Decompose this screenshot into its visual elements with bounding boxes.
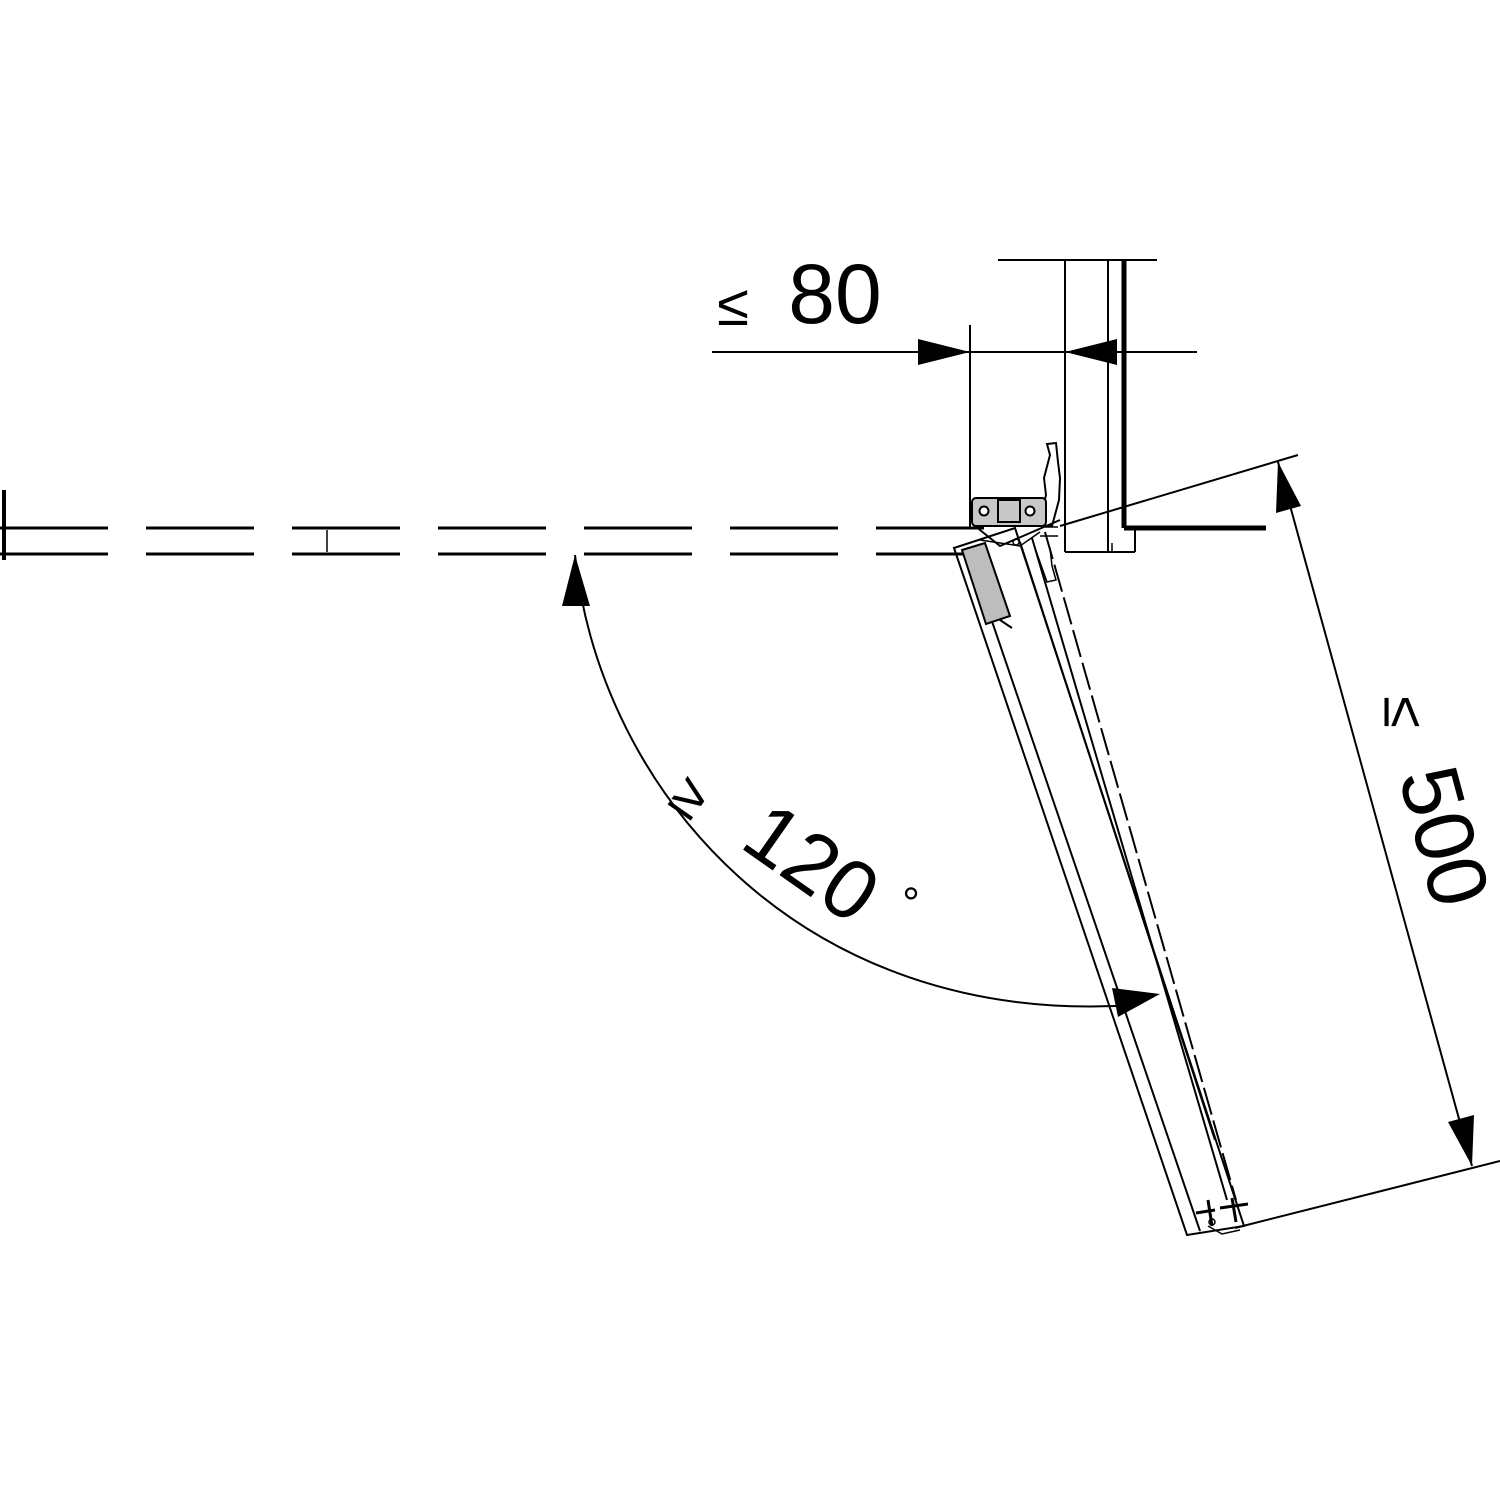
width-dimension-symbol: ≤ — [1372, 696, 1437, 728]
width-dimension-value: 500 — [1381, 756, 1500, 916]
angle-dimension-value: 120 — [728, 784, 897, 941]
cabinet-side-panel — [998, 259, 1266, 553]
depth-dimension-value: 80 — [788, 247, 881, 341]
opening-angle-dimension: ≥ 120 ° — [562, 554, 1160, 1017]
hinge-arm-plate — [960, 541, 1012, 626]
depth-dimension-symbol: ≤ — [717, 273, 749, 338]
angle-arrow-start — [562, 555, 590, 606]
angle-dimension-unit: ° — [902, 879, 920, 928]
open-door-panel — [952, 526, 1246, 1237]
hinge-cup-plate — [971, 497, 1047, 527]
door-width-dimension: ≤ 500 — [1059, 454, 1500, 1229]
angle-arrow-end — [1112, 988, 1160, 1017]
closed-door-outline — [0, 490, 1000, 560]
width-arrow-top — [1276, 462, 1301, 513]
depth-arrow-left — [918, 339, 970, 365]
hinge-mechanism — [971, 441, 1062, 548]
door-edge-fitting — [1195, 1197, 1249, 1235]
depth-dimension: ≤ 80 — [712, 247, 1197, 528]
width-arrow-bottom — [1448, 1115, 1474, 1166]
depth-arrow-right — [1065, 339, 1117, 365]
